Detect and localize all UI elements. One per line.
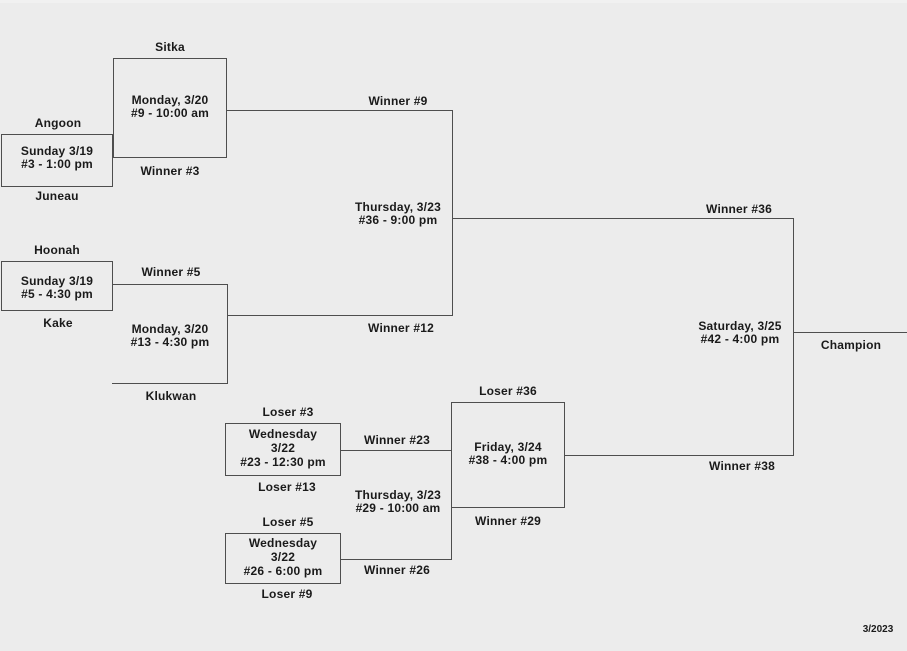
winner-5-label: Winner #5 — [141, 265, 201, 279]
game-13-top-line — [113, 284, 228, 285]
loser-3-label: Loser #3 — [262, 405, 314, 419]
game-23-date: 3/22 — [270, 441, 296, 455]
winner-26-label: Winner #26 — [364, 563, 430, 577]
game-23-slot: #23 - 12:30 pm — [240, 455, 326, 469]
winner-26-line — [341, 559, 451, 560]
game-23-box — [225, 423, 341, 476]
game-5-schedule: Sunday 3/19 #5 - 4:30 pm — [1, 275, 113, 301]
game-5-box — [1, 261, 113, 311]
winner-12-label: Winner #12 — [368, 321, 434, 335]
loser-13-label: Loser #13 — [258, 480, 316, 494]
game-3-box — [1, 134, 113, 187]
game-3-schedule: Sunday 3/19 #3 - 1:00 pm — [1, 145, 113, 171]
game-29-vertical — [451, 450, 452, 560]
game-23-day: Wednesday — [248, 427, 318, 441]
game-5-date: Sunday 3/19 — [20, 274, 94, 288]
game-26-date: 3/22 — [270, 550, 296, 564]
winner-38-line — [565, 455, 793, 456]
game-13-date: Monday, 3/20 — [131, 322, 209, 336]
game-23-schedule: Wednesday 3/22 #23 - 12:30 pm — [225, 427, 341, 469]
game-3-slot: #3 - 1:00 pm — [21, 157, 93, 171]
game-13-schedule: Monday, 3/20 #13 - 4:30 pm — [113, 323, 227, 349]
winner-36-label: Winner #36 — [706, 202, 772, 216]
team-hoonah: Hoonah — [34, 243, 80, 257]
team-sitka: Sitka — [155, 40, 185, 54]
team-kake: Kake — [43, 316, 73, 330]
winner-38-label: Winner #38 — [709, 459, 775, 473]
game-42-date: Saturday, 3/25 — [698, 319, 782, 333]
winner-3-label: Winner #3 — [140, 164, 200, 178]
game-42-slot: #42 - 4:00 pm — [700, 332, 780, 346]
game-36-slot: #36 - 9:00 pm — [358, 213, 438, 227]
game-13-vertical — [227, 284, 228, 384]
footer-date: 3/2023 — [862, 624, 894, 635]
winner-23-label: Winner #23 — [364, 433, 430, 447]
loser-36-label: Loser #36 — [479, 384, 537, 398]
game-26-slot: #26 - 6:00 pm — [243, 564, 323, 578]
game-42-vertical — [793, 218, 794, 456]
game-36-date: Thursday, 3/23 — [355, 200, 441, 214]
game-29-slot: #29 - 10:00 am — [355, 501, 441, 515]
champion-label: Champion — [820, 338, 882, 352]
loser-5-label: Loser #5 — [262, 515, 314, 529]
game-9-schedule: Monday, 3/20 #9 - 10:00 am — [113, 94, 227, 120]
winner-29-label: Winner #29 — [475, 514, 541, 528]
game-9-slot: #9 - 10:00 am — [131, 106, 209, 120]
loser-9-label: Loser #9 — [261, 587, 313, 601]
game-38-date: Friday, 3/24 — [474, 440, 542, 454]
game-5-slot: #5 - 4:30 pm — [21, 287, 93, 301]
game-9-date: Monday, 3/20 — [131, 93, 209, 107]
game-3-date: Sunday 3/19 — [20, 144, 94, 158]
game-13-slot: #13 - 4:30 pm — [130, 335, 210, 349]
winner-12-line — [227, 315, 452, 316]
team-angoon: Angoon — [34, 116, 82, 130]
game-26-day: Wednesday — [248, 536, 318, 550]
game-38-schedule: Friday, 3/24 #38 - 4:00 pm — [451, 441, 565, 467]
winner-23-line — [341, 450, 451, 451]
game-42-schedule: Saturday, 3/25 #42 - 4:00 pm — [672, 320, 808, 346]
game-36-vertical — [452, 110, 453, 316]
game-36-schedule: Thursday, 3/23 #36 - 9:00 pm — [330, 201, 466, 227]
winner-9-line — [227, 110, 452, 111]
team-klukwan: Klukwan — [145, 389, 197, 403]
game-38-slot: #38 - 4:00 pm — [468, 453, 548, 467]
game-29-schedule: Thursday, 3/23 #29 - 10:00 am — [330, 489, 466, 515]
game-29-date: Thursday, 3/23 — [355, 488, 441, 502]
game-26-schedule: Wednesday 3/22 #26 - 6:00 pm — [225, 536, 341, 578]
game-9-box — [113, 58, 227, 158]
winner-36-line — [452, 218, 793, 219]
game-13-bottom-line — [112, 383, 228, 384]
team-juneau: Juneau — [35, 189, 79, 203]
champion-line — [793, 332, 907, 333]
winner-9-label: Winner #9 — [368, 94, 428, 108]
game-26-box — [225, 533, 341, 584]
window-bottom-strip — [0, 0, 907, 3]
